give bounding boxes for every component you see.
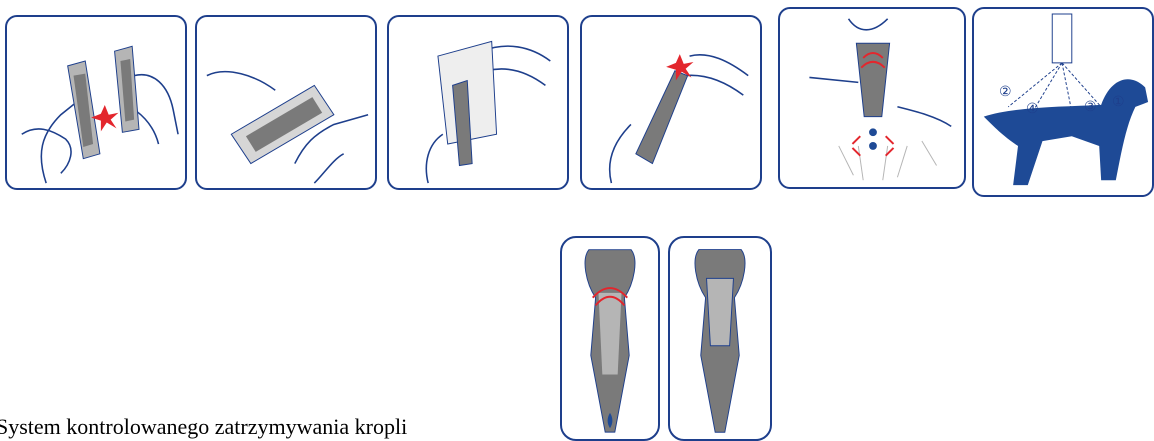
pipette-closed-icon [670,238,770,439]
step-panel-2 [195,15,377,190]
step-panel-4 [580,15,762,190]
marker-4: ④ [1026,101,1039,118]
tear-pipette-from-card-icon [7,17,185,188]
step-panel-5 [778,7,966,189]
dog-application-points-icon [974,9,1152,195]
drop-stop-panel-1 [560,236,660,441]
hold-pipette-blister-icon [197,17,375,188]
drop-stop-panel-2 [668,236,772,441]
marker-1: ① [1112,94,1125,111]
peel-foil-icon [389,17,567,188]
caption-text: System kontrolowanego zatrzymywania krop… [0,416,407,438]
step-panel-6: ① ② ③ ④ [972,7,1154,197]
squeeze-release-drop-icon [562,238,658,439]
marker-2: ② [999,84,1012,101]
apply-to-skin-icon [780,9,964,187]
marker-3: ③ [1084,99,1097,116]
step-panel-3 [387,15,569,190]
snap-off-tip-icon [582,17,760,188]
step-panel-1 [5,15,187,190]
